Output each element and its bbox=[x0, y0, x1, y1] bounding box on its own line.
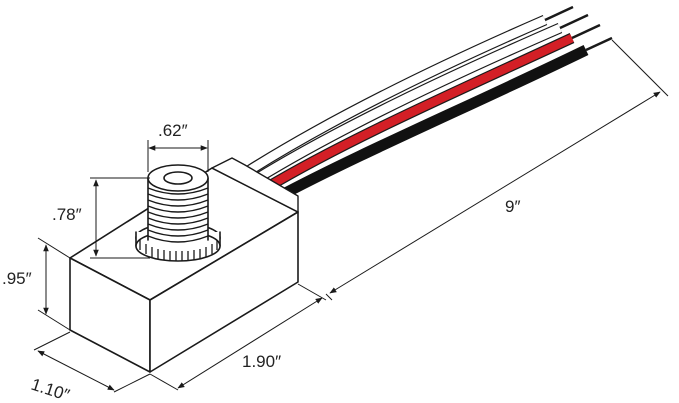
label-sensor-diameter: .62″ bbox=[158, 121, 188, 140]
label-body-height: .95″ bbox=[2, 269, 32, 288]
wire-exit-tab bbox=[211, 157, 299, 213]
dimension-lines bbox=[33, 39, 669, 393]
lead-wires bbox=[247, 5, 613, 203]
label-body-width: 1.10″ bbox=[29, 375, 72, 403]
photo-sensor-cap bbox=[135, 164, 221, 262]
label-body-length: 1.90″ bbox=[242, 352, 281, 371]
label-lead-length: 9″ bbox=[505, 197, 520, 216]
label-sensor-height: .78″ bbox=[52, 205, 82, 224]
